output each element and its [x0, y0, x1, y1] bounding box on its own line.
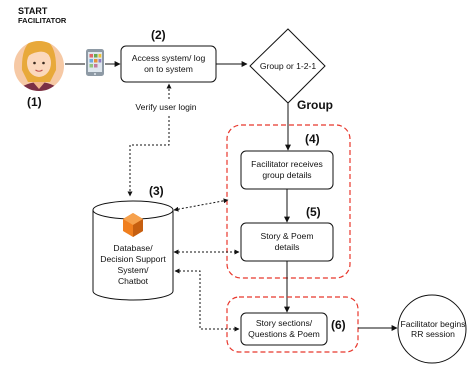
step-2-label: (2): [151, 28, 166, 42]
sections-box-line2: Questions & Poem: [248, 329, 320, 339]
db-link-receives: [173, 198, 229, 212]
step-4-label: (4): [305, 132, 320, 146]
facilitator-avatar-icon: [14, 41, 64, 91]
end-circle-line2: RR session: [411, 329, 455, 339]
database-line3: System/: [117, 265, 149, 275]
tablet-device-icon: [86, 49, 104, 76]
step-1-label: (1): [27, 95, 42, 109]
step-6-label: (6): [331, 318, 346, 332]
receives-box-line2: group details: [262, 170, 311, 180]
step-3-label: (3): [149, 184, 164, 198]
story-box-line1: Story & Poem: [260, 231, 313, 241]
end-circle-line1: Facilitator begins: [401, 319, 466, 329]
database-logo-icon: [123, 213, 143, 237]
story-sections-box: [240, 312, 328, 346]
database-line2: Decision Support: [100, 254, 166, 264]
database-line4: Chatbot: [118, 276, 149, 286]
sections-box-line1: Story sections/: [256, 318, 313, 328]
db-link-sections: [174, 268, 240, 332]
database-cylinder: [92, 200, 174, 301]
database-line1: Database/: [113, 243, 153, 253]
receives-box-line1: Facilitator receives: [251, 159, 323, 169]
group-label: Group: [297, 98, 333, 112]
start-label: START: [18, 6, 48, 16]
story-box-line2: details: [275, 242, 300, 252]
access-box-line2: on to system: [144, 64, 193, 74]
verify-arrow-path: [127, 116, 170, 197]
step-5-label: (5): [306, 205, 321, 219]
verify-login-label: Verify user login: [135, 102, 196, 112]
access-box-line1: Access system/ log: [132, 53, 206, 63]
end-circle: [397, 294, 467, 364]
decision-label: Group or 1-2-1: [260, 61, 317, 71]
facilitator-label: FACILITATOR: [18, 16, 67, 25]
